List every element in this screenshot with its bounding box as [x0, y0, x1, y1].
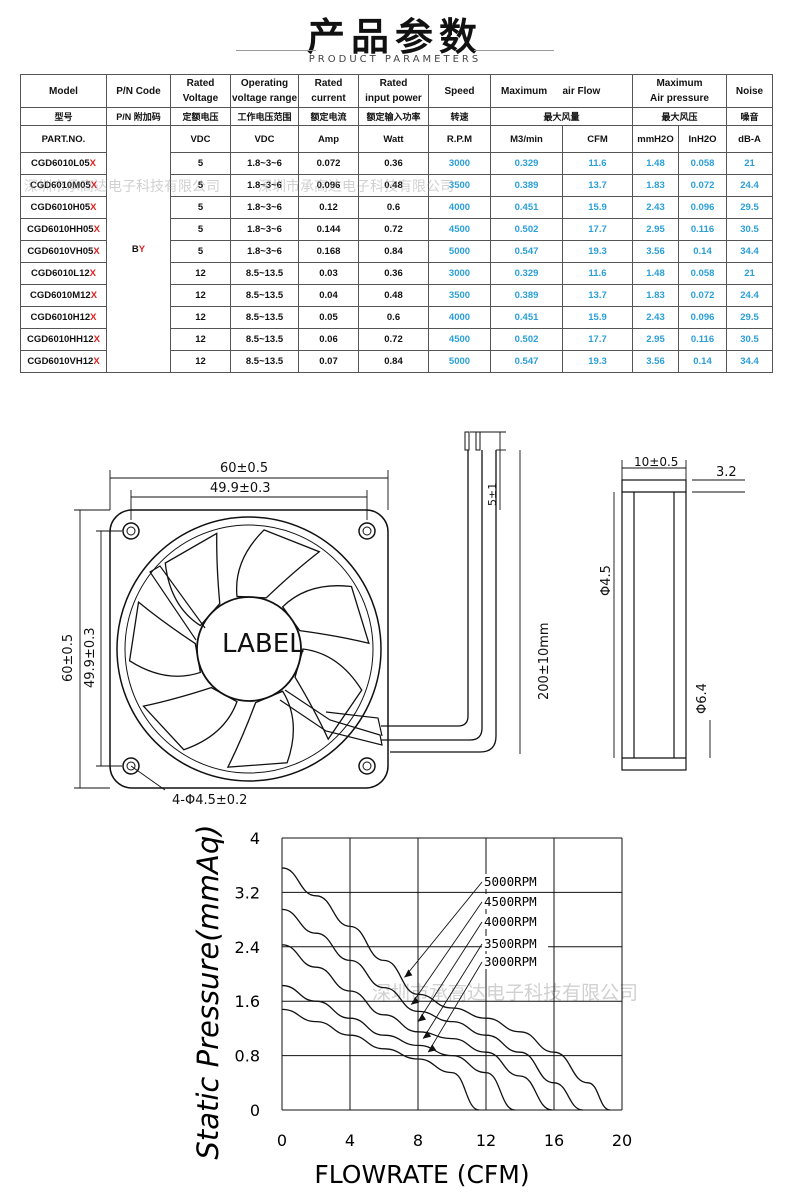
legend-label: 5000RPM [484, 874, 537, 889]
y-tick-label: 4 [250, 829, 260, 848]
fan-opening [116, 516, 382, 782]
legend-label: 3500RPM [484, 936, 537, 951]
dim-thickness: 10±0.5 [634, 455, 678, 469]
dim-hole-vertical: 49.9±0.3 [83, 627, 98, 688]
legend-label: 4000RPM [484, 914, 537, 929]
dim-hole-spacing: 49.9±0.3 [210, 481, 271, 496]
fan-blade [294, 648, 363, 741]
page-subtitle: PRODUCT PARAMETERS [308, 54, 482, 65]
x-tick-label: 20 [612, 1131, 632, 1150]
x-tick-label: 8 [413, 1131, 423, 1150]
fan-frame [109, 509, 389, 789]
dim-flange: 3.2 [716, 465, 737, 480]
series-line [281, 984, 516, 1111]
dim-phi-6-4: Φ6.4 [695, 683, 710, 714]
fan-blade [164, 532, 221, 627]
dim-wire-length: 200±10mm [537, 622, 552, 700]
legend-box [482, 936, 548, 951]
legend-leader [410, 901, 483, 1005]
x-tick-label: 4 [345, 1131, 355, 1150]
series-line [281, 867, 611, 1111]
y-tick-label: 0 [250, 1101, 260, 1120]
subtitle-rule-left [236, 50, 316, 51]
dim-outer-height: 60±0.5 [61, 634, 76, 682]
legend-label: 4500RPM [484, 894, 537, 909]
legend-leader [417, 921, 483, 1022]
legend-label: 3000RPM [484, 954, 537, 969]
fan-blade [226, 690, 295, 768]
legend-arrow [411, 996, 420, 1005]
subtitle-rule-right [474, 50, 554, 51]
legend-leader [404, 881, 483, 978]
series-line [281, 944, 553, 1111]
fan-blade [235, 529, 321, 599]
fan-side-view [621, 479, 687, 771]
x-tick-label: 16 [544, 1131, 564, 1150]
page-title: 产品参数 [306, 15, 483, 59]
dim-outer-width: 60±0.5 [220, 461, 268, 476]
legend-arrow [404, 969, 413, 978]
x-tick-label: 12 [476, 1131, 496, 1150]
y-tick-label: 0.8 [235, 1047, 260, 1066]
y-axis-label: Static Pressure(mmAq) [191, 824, 225, 1159]
legend-box [482, 914, 548, 929]
legend-arrow [418, 1013, 426, 1022]
y-tick-label: 3.2 [235, 883, 260, 902]
legend-arrow [423, 1030, 432, 1039]
fan-blade [142, 686, 238, 751]
y-tick-label: 1.6 [235, 992, 260, 1011]
dim-phi-4-5: Φ4.5 [599, 565, 614, 596]
legend-box [482, 954, 548, 969]
series-line [281, 1008, 480, 1111]
y-tick-label: 2.4 [235, 938, 260, 957]
x-axis-label: FLOWRATE (CFM) [314, 1160, 529, 1189]
dim-mount-holes: 4-Φ4.5±0.2 [172, 793, 247, 808]
fan-blade [128, 600, 202, 677]
fan-label-text: LABEL [222, 629, 304, 659]
legend-leader [422, 943, 483, 1039]
fan-blade [281, 585, 370, 645]
x-tick-label: 0 [277, 1131, 287, 1150]
legend-box [482, 874, 548, 889]
legend-box [482, 894, 548, 909]
dim-pin-length: 5±1 [486, 483, 499, 506]
legend-arrow [428, 1044, 437, 1053]
legend-leader [427, 961, 483, 1053]
